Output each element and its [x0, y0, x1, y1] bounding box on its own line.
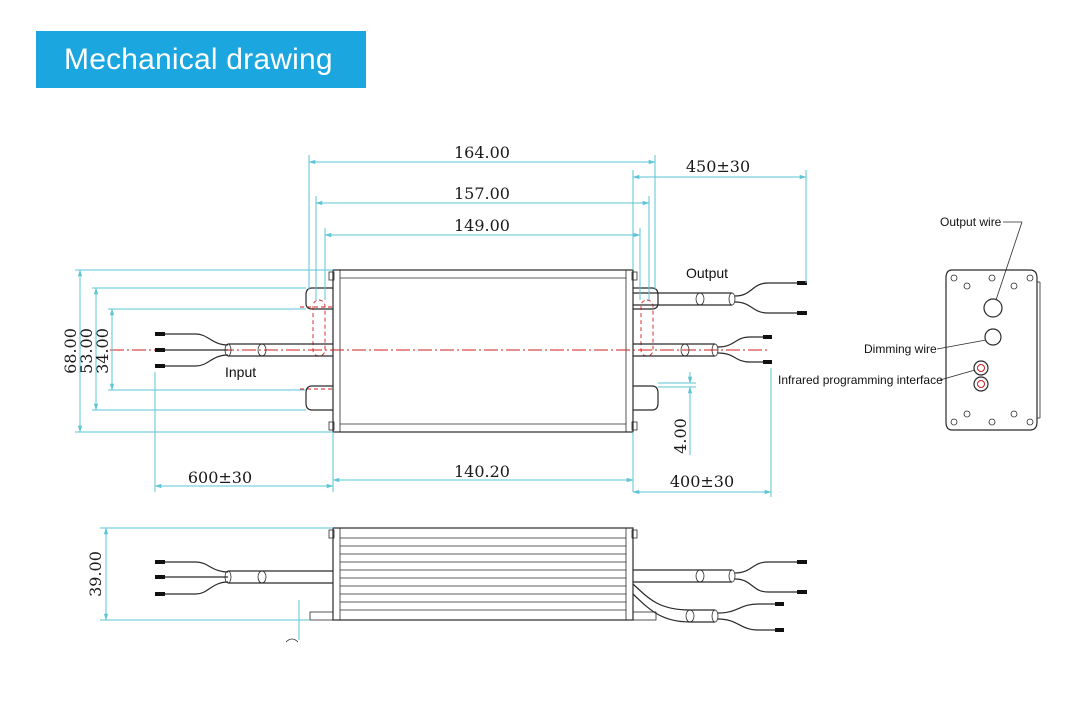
dim-width-inner: 34.00: [93, 308, 306, 391]
output-cable-upper: [633, 281, 807, 315]
top-view: 164.00 157.00 149.00 450±30 68.: [61, 143, 807, 497]
dim-height: 39.00: [86, 527, 333, 621]
dim-label-39: 39.00: [86, 551, 105, 597]
dim-label-400: 400±30: [670, 472, 734, 491]
page-title: Mechanical drawing: [64, 43, 333, 76]
dim-length-outer: 164.00: [308, 143, 656, 290]
housing-top-outline: [332, 269, 634, 433]
header-banner: Mechanical drawing: [36, 31, 366, 88]
dim-length-inner: 149.00: [324, 216, 641, 300]
dim-body-length: 140.20: [332, 432, 634, 492]
dim-flange-thickness: 4.00: [658, 372, 696, 455]
dim-label-68: 68.00: [61, 328, 80, 374]
infrared-port-lower: [973, 376, 989, 392]
dim-label-4: 4.00: [671, 418, 690, 454]
dim-label-450: 450±30: [686, 157, 750, 176]
input-label: Input: [225, 364, 256, 380]
output-wire-label: Output wire: [940, 215, 1002, 229]
flange-left-top: [305, 287, 333, 310]
dim-label-149: 149.00: [454, 216, 510, 235]
dim-length-mid: 157.00: [315, 184, 650, 300]
input-cable-side: [155, 560, 333, 596]
infrared-interface-label: Infrared programming interface: [778, 373, 943, 387]
dim-label-600: 600±30: [188, 468, 252, 487]
dimming-wire-hole: [984, 328, 1002, 346]
dim-label-53: 53.00: [77, 328, 96, 374]
end-view: Output wire Dimming wire Infrared progra…: [778, 215, 1041, 431]
side-view: 39.00: [86, 527, 807, 643]
output-cable-lower: [633, 335, 772, 364]
dim-label-34: 34.00: [93, 328, 112, 374]
output-label: Output: [686, 265, 728, 281]
dim-output-cable-lower: 400±30: [632, 368, 772, 497]
flange-left-bottom: [305, 385, 333, 411]
dim-label-157: 157.00: [454, 184, 510, 203]
input-cable: [155, 332, 333, 368]
output-wire-hole: [983, 298, 1003, 318]
dim-width-outer: 68.00: [61, 269, 333, 433]
flange-right-bottom: [633, 385, 659, 411]
infrared-port-upper: [973, 360, 989, 376]
dim-label-140: 140.20: [454, 462, 510, 481]
dim-width-mid: 53.00: [77, 287, 306, 411]
output-cable-side: [632, 560, 807, 632]
dim-input-cable: 600±30: [154, 372, 334, 492]
dim-label-164: 164.00: [454, 143, 510, 162]
end-plate-outline: [945, 269, 1038, 431]
dimming-wire-label: Dimming wire: [864, 342, 937, 356]
flange-right-top: [633, 287, 659, 310]
housing-side-outline: [332, 527, 634, 621]
dim-output-cable: 450±30: [632, 157, 807, 283]
